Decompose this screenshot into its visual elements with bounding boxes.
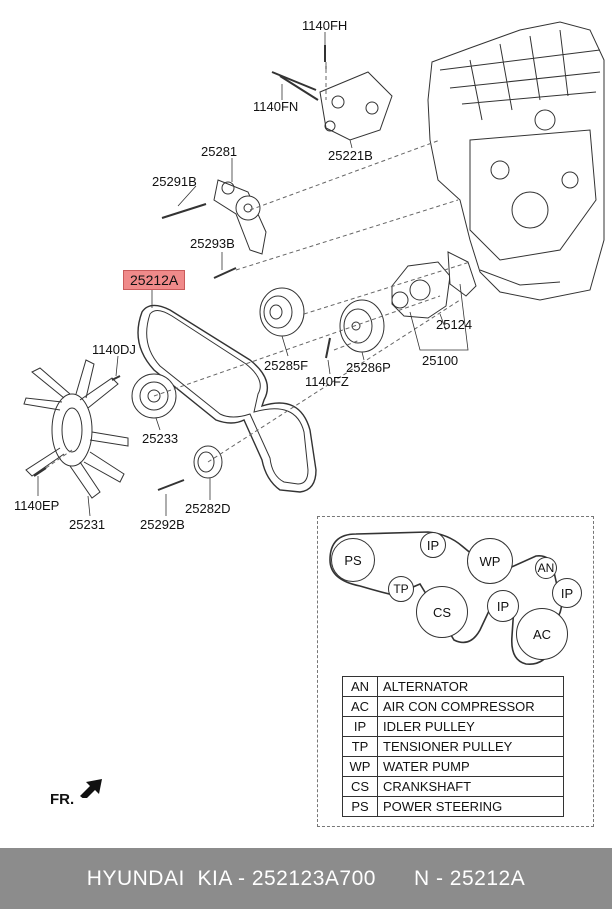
pulley-wp: WP xyxy=(467,538,513,584)
pulley-ip-right: IP xyxy=(552,578,582,608)
footer-bar: HYUNDAI KIA - 252123A700 N - 25212A xyxy=(0,848,612,909)
idler-pulley-25285f xyxy=(259,287,305,337)
exploded-view-illustration xyxy=(23,21,605,517)
footer-reference: N - 25212A xyxy=(413,866,526,890)
water-pump xyxy=(391,261,451,319)
legend-abbr: WP xyxy=(342,756,378,777)
pulley-25286p xyxy=(339,299,385,353)
pulley-ip-top: IP xyxy=(420,532,446,558)
callout-25281: 25281 xyxy=(201,144,238,159)
legend-abbr: AN xyxy=(342,676,378,697)
callout-1140ep: 1140EP xyxy=(14,498,60,513)
legend-desc: IDLER PULLEY xyxy=(377,716,564,737)
legend-desc: AIR CON COMPRESSOR xyxy=(377,696,564,717)
pulley-ps: PS xyxy=(331,538,375,582)
callout-1140fh: 1140FH xyxy=(302,18,348,33)
pulley-ac: AC xyxy=(516,608,568,660)
bracket-assembly xyxy=(279,62,393,141)
pulley-ip-mid: IP xyxy=(487,590,519,622)
callout-25221b: 25221B xyxy=(328,148,373,163)
pulley-tp: TP xyxy=(388,576,414,602)
pulley-cs: CS xyxy=(416,586,468,638)
legend-desc: WATER PUMP xyxy=(377,756,564,777)
footer-spacer xyxy=(376,867,414,891)
bolt-1140fn xyxy=(271,71,317,91)
callout-25124: 25124 xyxy=(436,317,473,332)
drive-belt-25212a xyxy=(137,304,317,493)
parts-diagram: 1140FH 1140FN 25221B 25281 25291B 25293B… xyxy=(14,18,605,827)
footer-brand-partno: HYUNDAI KIA - 252123A700 xyxy=(86,866,376,890)
callout-25100: 25100 xyxy=(422,353,459,368)
callout-25212a-highlighted[interactable]: 25212A xyxy=(123,270,186,290)
bolt-25292b xyxy=(157,479,185,491)
callout-1140fn: 1140FN xyxy=(253,99,299,114)
front-arrow-icon xyxy=(80,779,102,798)
cooling-fan xyxy=(23,359,129,499)
callout-25233: 25233 xyxy=(142,431,179,446)
legend-desc: POWER STEERING xyxy=(377,796,564,817)
legend-abbr: CS xyxy=(342,776,378,797)
callout-25285f: 25285F xyxy=(264,358,309,373)
legend-row: TP TENSIONER PULLEY xyxy=(342,736,564,757)
callout-1140fz: 1140FZ xyxy=(305,374,349,389)
callout-25282d: 25282D xyxy=(185,501,231,516)
callout-1140dj: 1140DJ xyxy=(92,342,136,357)
callout-25286p: 25286P xyxy=(346,360,391,375)
callout-25231: 25231 xyxy=(69,517,106,532)
callout-25291b: 25291B xyxy=(152,174,197,189)
bolt-1140fz xyxy=(325,337,331,359)
tensioner-assembly xyxy=(213,179,267,255)
legend-abbr: PS xyxy=(342,796,378,817)
pulley-an: AN xyxy=(535,557,557,579)
legend-desc: ALTERNATOR xyxy=(377,676,564,697)
engine-block xyxy=(427,21,605,301)
callout-25293b: 25293B xyxy=(190,236,235,251)
bolt-25293b xyxy=(213,267,237,279)
bolt-1140ep xyxy=(33,467,47,477)
legend-row: WP WATER PUMP xyxy=(342,756,564,777)
gasket-25124 xyxy=(447,251,477,297)
legend-abbr: AC xyxy=(342,696,378,717)
bolt-25291b xyxy=(161,203,207,219)
legend-desc: CRANKSHAFT xyxy=(377,776,564,797)
callout-25292b: 25292B xyxy=(140,517,185,532)
legend-abbr: TP xyxy=(342,736,378,757)
legend-abbr: IP xyxy=(342,716,378,737)
legend-desc: TENSIONER PULLEY xyxy=(377,736,564,757)
belt-routing-inset xyxy=(317,516,594,827)
front-direction-label: FR. xyxy=(50,791,75,808)
